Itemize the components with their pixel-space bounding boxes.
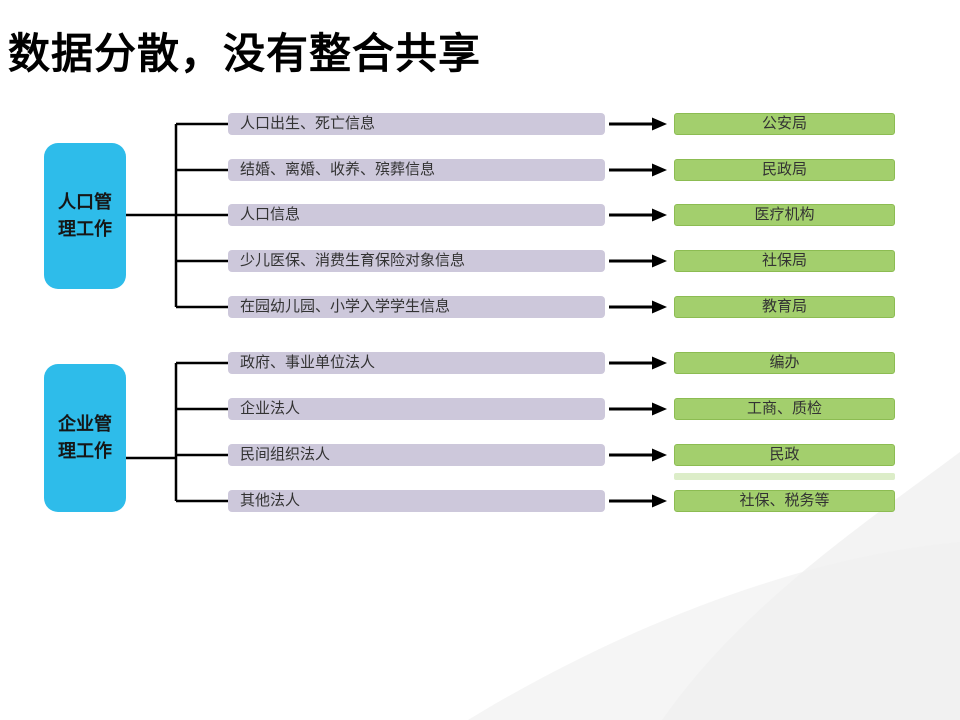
target-agency-box-label: 编办 (769, 354, 800, 371)
source-box-enterprise: 企业管 理工作 (44, 364, 126, 512)
source-box-population: 人口管 理工作 (44, 143, 126, 289)
arrow-head-icon (652, 163, 667, 177)
arrow-head-icon (652, 494, 667, 508)
info-item-bar: 在园幼儿园、小学入学学生信息 (228, 296, 605, 318)
arrow-head-icon (652, 300, 667, 314)
info-item-bar: 企业法人 (228, 398, 605, 420)
target-agency-box: 民政局 (674, 159, 895, 181)
info-item-bar-label: 人口信息 (240, 206, 301, 223)
source-box-label-line: 企业管 (58, 414, 112, 434)
target-agency-box: 民政 (674, 444, 895, 466)
target-agency-box: 编办 (674, 352, 895, 374)
info-item-bar-label: 民间组织法人 (240, 446, 331, 463)
info-item-bar-label: 人口出生、死亡信息 (240, 115, 376, 132)
info-item-bar: 少儿医保、消费生育保险对象信息 (228, 250, 605, 272)
target-agency-box-label: 教育局 (761, 298, 807, 315)
info-item-bar: 人口信息 (228, 204, 605, 226)
info-item-bar: 政府、事业单位法人 (228, 352, 605, 374)
info-item-bar: 结婚、离婚、收养、殡葬信息 (228, 159, 605, 181)
target-agency-box-label: 社保、税务等 (739, 492, 830, 509)
target-agency-box-label: 医疗机构 (754, 206, 815, 223)
info-item-bar: 民间组织法人 (228, 444, 605, 466)
decor-strip (674, 473, 895, 480)
target-agency-box: 教育局 (674, 296, 895, 318)
info-item-bar-label: 企业法人 (240, 400, 301, 417)
source-box-label-line: 理工作 (58, 441, 112, 461)
target-agency-box-label: 工商、质检 (746, 400, 822, 417)
arrow-head-icon (652, 356, 667, 370)
target-agency-box: 社保局 (674, 250, 895, 272)
arrow-head-icon (652, 402, 667, 416)
info-item-bar-label: 少儿医保、消费生育保险对象信息 (240, 252, 466, 269)
info-item-bar-label: 结婚、离婚、收养、殡葬信息 (240, 161, 436, 178)
arrow-head-icon (652, 448, 667, 462)
info-item-bar-label: 政府、事业单位法人 (240, 354, 376, 371)
source-box-label-line: 人口管 (58, 192, 112, 212)
info-item-bar: 其他法人 (228, 490, 605, 512)
target-agency-box-label: 民政 (769, 446, 800, 463)
target-agency-box-label: 公安局 (761, 115, 807, 132)
target-agency-box-label: 社保局 (761, 252, 807, 269)
arrow-head-icon (652, 117, 667, 131)
info-item-bar-label: 其他法人 (240, 492, 301, 509)
target-agency-box-label: 民政局 (761, 161, 807, 178)
arrow-head-icon (652, 254, 667, 268)
target-agency-box: 工商、质检 (674, 398, 895, 420)
source-box-label-line: 理工作 (58, 219, 112, 239)
target-agency-box: 社保、税务等 (674, 490, 895, 512)
target-agency-box: 公安局 (674, 113, 895, 135)
info-item-bar: 人口出生、死亡信息 (228, 113, 605, 135)
info-item-bar-label: 在园幼儿园、小学入学学生信息 (240, 298, 451, 315)
target-agency-box: 医疗机构 (674, 204, 895, 226)
slide-title: 数据分散，没有整合共享 (8, 30, 482, 77)
swoosh-curve (468, 542, 960, 720)
arrow-head-icon (652, 208, 667, 222)
